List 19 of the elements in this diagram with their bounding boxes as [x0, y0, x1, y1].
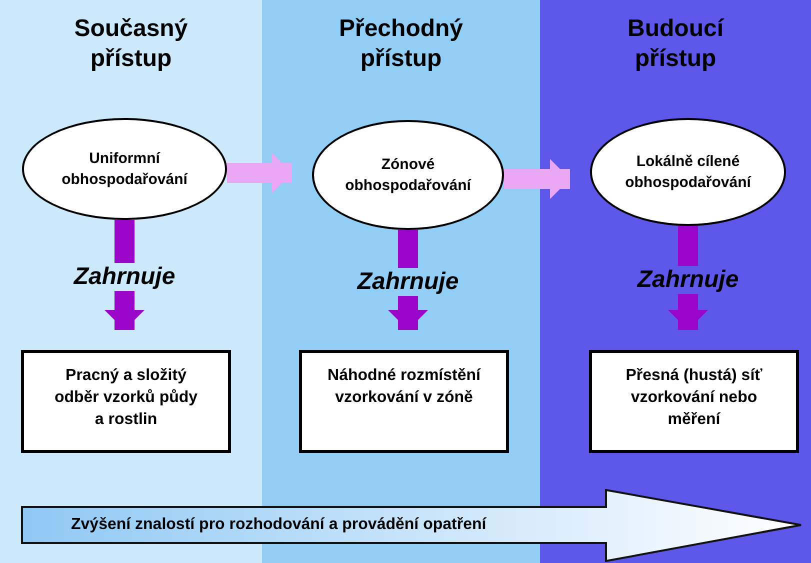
node-label: Lokálně cílené obhospodařování [624, 152, 752, 193]
column-heading: Budoucí přístup [626, 14, 726, 74]
arrow [388, 230, 428, 330]
process-box [299, 350, 509, 453]
column-heading: Současný přístup [73, 14, 189, 74]
arrow [104, 220, 144, 330]
arrow [668, 226, 708, 330]
process-box [589, 350, 799, 453]
column-heading: Přechodný přístup [338, 14, 464, 74]
column-band [540, 0, 811, 563]
node-label: Zónové obhospodařování [344, 155, 472, 196]
process-box [21, 350, 231, 453]
box-text: Pracný a složitý odběr vzorků půdy a rostlin [53, 366, 199, 430]
box-text: Přesná (hustá) síť vzorkování nebo měření [624, 366, 764, 430]
box-text: Náhodné rozmístění vzorkování v zóně [326, 366, 482, 408]
arrow-text: Zvýšení znalostí pro rozhodování a provádění opatření [71, 516, 486, 533]
node-label: Uniformní obhospodařování [60, 149, 189, 190]
arrow [227, 153, 292, 193]
arrow [504, 159, 570, 199]
